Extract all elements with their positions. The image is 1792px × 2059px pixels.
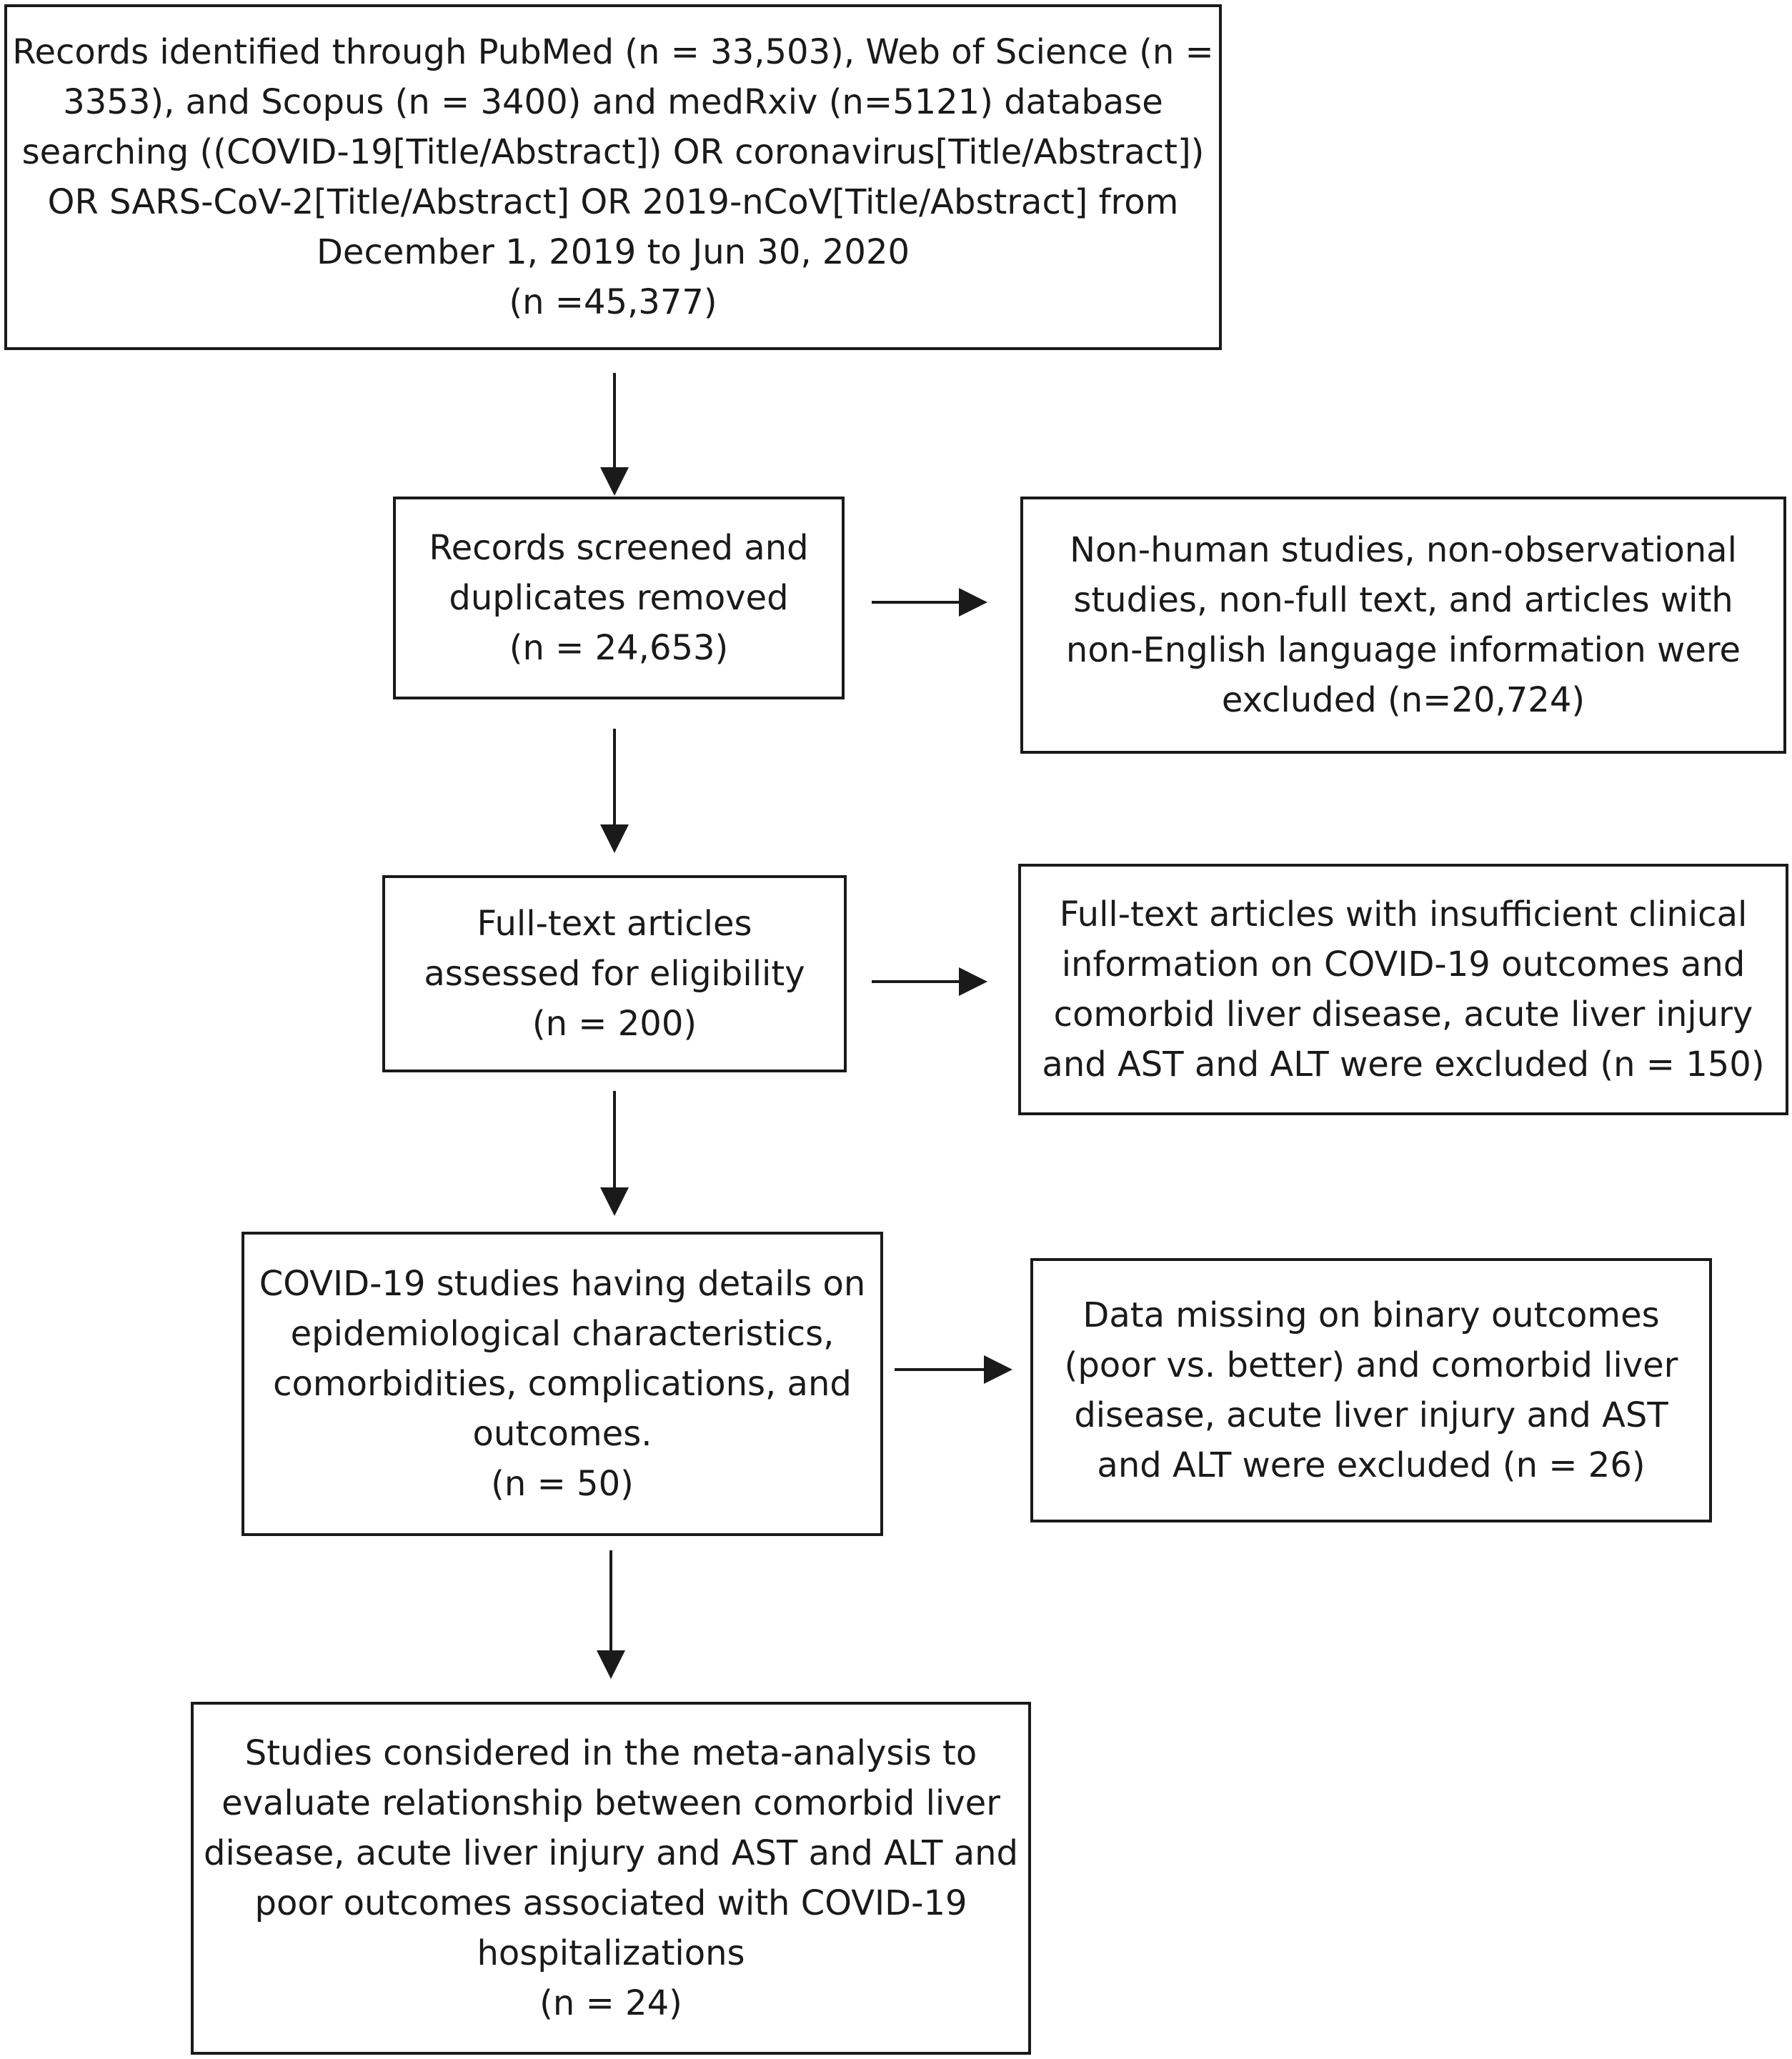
identification-box: Records identified through PubMed (n = 3… bbox=[4, 4, 1222, 350]
eligibility-excluded-text: Full-text articles with insufficient cli… bbox=[1042, 894, 1765, 1085]
details-excluded-text: Data missing on binary outcomes (poor vs… bbox=[1064, 1295, 1678, 1485]
screening-excluded-text: Non-human studies, non-observational stu… bbox=[1065, 530, 1741, 720]
details-excluded-box: Data missing on binary outcomes (poor vs… bbox=[1030, 1258, 1712, 1522]
details-text: COVID-19 studies having details on epide… bbox=[259, 1264, 866, 1504]
screening-box: Records screened and duplicates removed … bbox=[393, 497, 845, 699]
included-text: Studies considered in the meta-analysis … bbox=[203, 1733, 1019, 2023]
identification-text: Records identified through PubMed (n = 3… bbox=[12, 32, 1214, 322]
included-box: Studies considered in the meta-analysis … bbox=[191, 1702, 1031, 2055]
details-box: COVID-19 studies having details on epide… bbox=[242, 1232, 883, 1536]
eligibility-box: Full-text articles assessed for eligibil… bbox=[382, 875, 847, 1072]
screening-excluded-box: Non-human studies, non-observational stu… bbox=[1020, 497, 1786, 754]
eligibility-text: Full-text articles assessed for eligibil… bbox=[424, 904, 805, 1044]
screening-text: Records screened and duplicates removed … bbox=[429, 528, 809, 668]
eligibility-excluded-box: Full-text articles with insufficient cli… bbox=[1018, 864, 1788, 1115]
